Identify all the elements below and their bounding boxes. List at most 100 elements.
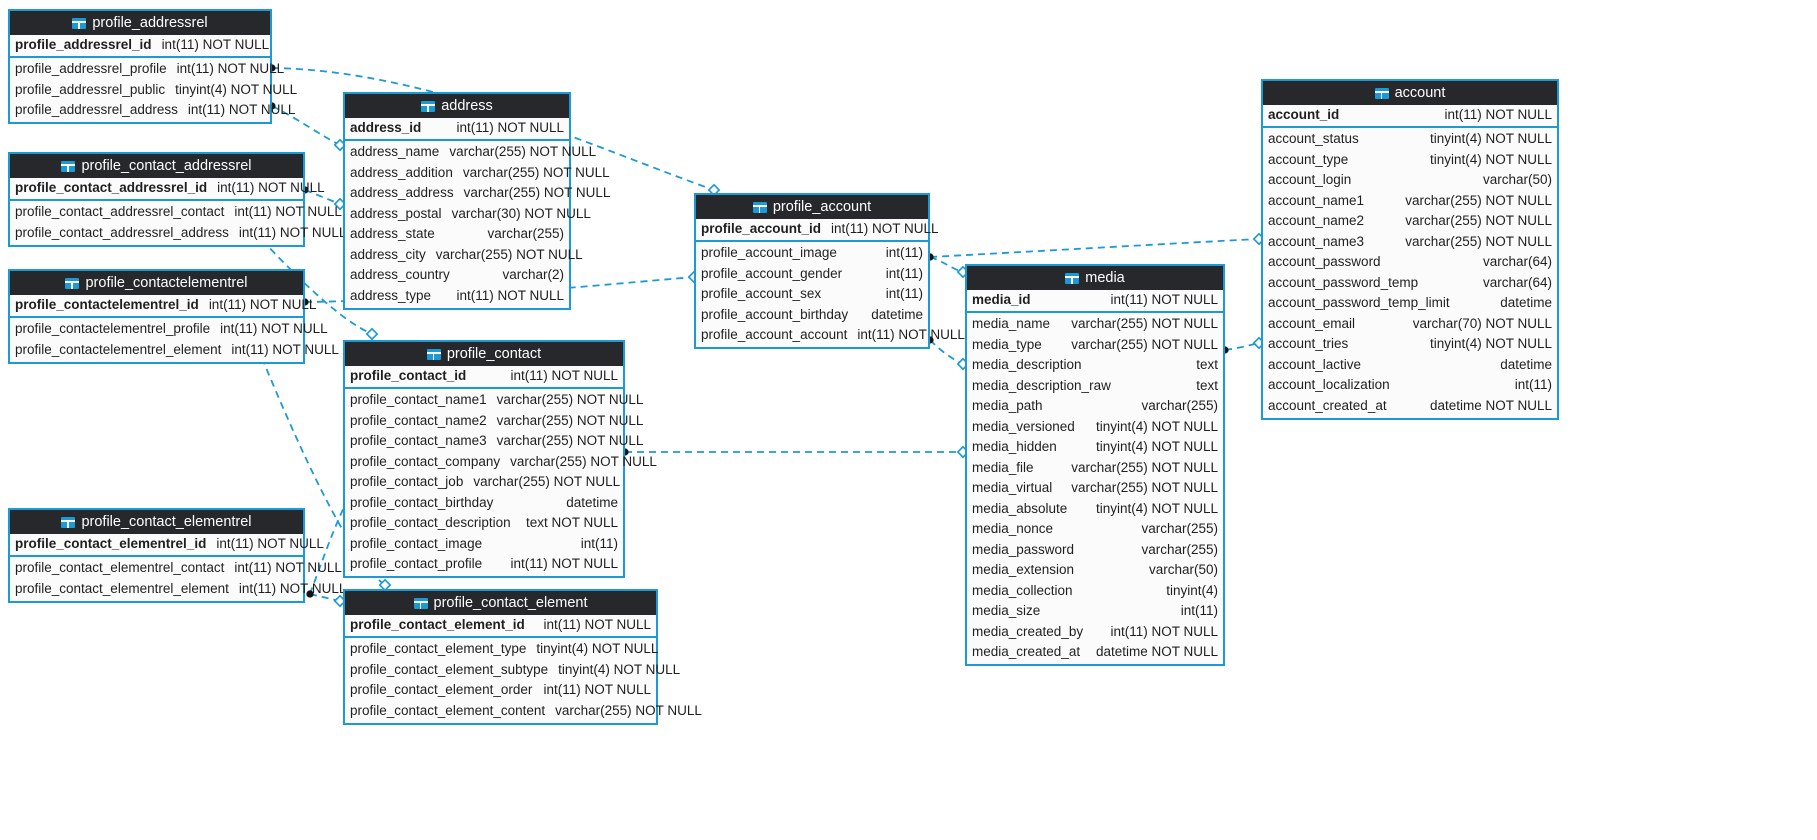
table-header-profile_contact_addressrel[interactable]: profile_contact_addressrel <box>10 154 303 178</box>
table-header-profile_contact[interactable]: profile_contact <box>345 342 623 366</box>
table-header-profile_addressrel[interactable]: profile_addressrel <box>10 11 270 35</box>
column-name: account_password_temp_limit <box>1268 295 1450 310</box>
table-header-address[interactable]: address <box>345 94 569 118</box>
table-header-account[interactable]: account <box>1263 81 1557 105</box>
table-header-profile_contact_elementrel[interactable]: profile_contact_elementrel <box>10 510 303 534</box>
table-header-media[interactable]: media <box>967 266 1223 290</box>
table-header-profile_contact_element[interactable]: profile_contact_element <box>345 591 656 615</box>
column-name: account_name2 <box>1268 213 1365 228</box>
table-header-profile_contactelementrel[interactable]: profile_contactelementrel <box>10 271 303 295</box>
column-type: int(11) NOT NULL <box>238 224 347 240</box>
table-header-profile_account[interactable]: profile_account <box>696 195 928 219</box>
